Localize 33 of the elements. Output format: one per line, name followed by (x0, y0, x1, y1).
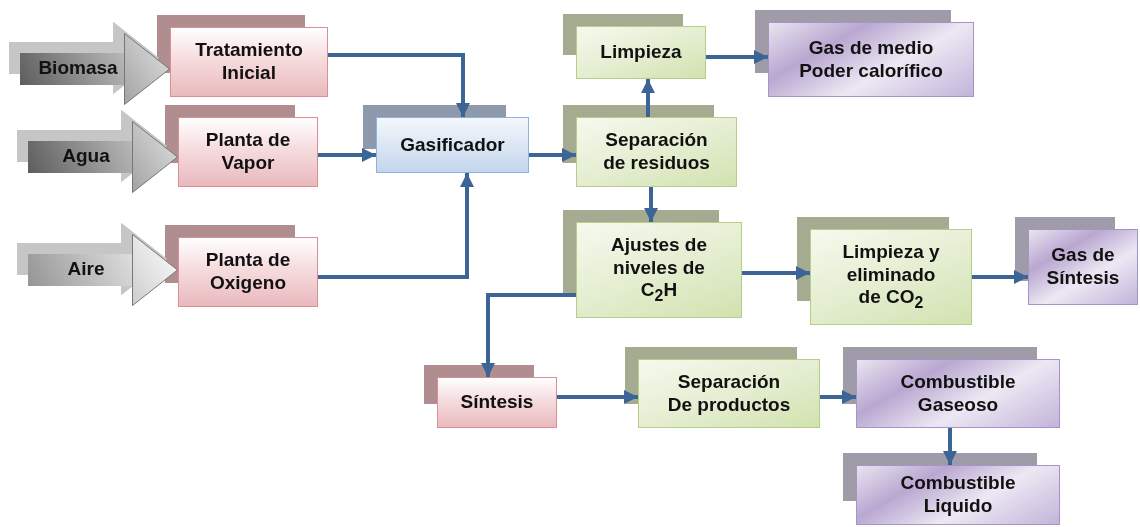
arrow (820, 390, 856, 404)
process-box: Combustible Liquido (856, 465, 1060, 525)
arrow (706, 50, 768, 64)
edge-label: Biomasa (38, 57, 118, 80)
block-arrow (28, 121, 178, 193)
arrow (943, 428, 957, 465)
arrow (557, 390, 638, 404)
process-box: Limpieza (576, 26, 706, 79)
edge-label: Aire (67, 258, 105, 281)
process-box: Tratamiento Inicial (170, 27, 328, 97)
arrow (641, 79, 655, 117)
process-box: Ajustes de niveles de C$_{2}$H (576, 222, 742, 318)
arrow (328, 53, 470, 117)
arrow (318, 148, 376, 162)
arrow (972, 270, 1028, 284)
process-box: Gas de medio Poder calorífico (768, 22, 974, 97)
process-box: Separación de residuos (576, 117, 737, 187)
arrow (742, 266, 810, 280)
process-box: Gas de Síntesis (1028, 229, 1138, 305)
process-box: Limpieza y eliminado de CO$_{2}$ (810, 229, 972, 325)
arrow (529, 148, 576, 162)
process-box: Gasificador (376, 117, 529, 173)
process-box: Separación De productos (638, 359, 820, 428)
arrow (481, 293, 576, 377)
edge-label: Agua (62, 145, 110, 168)
block-arrow (28, 234, 178, 306)
process-box: Planta de Oxigeno (178, 237, 318, 307)
process-box: Combustible Gaseoso (856, 359, 1060, 428)
block-arrow (20, 33, 170, 105)
process-box: Síntesis (437, 377, 557, 428)
process-box: Planta de Vapor (178, 117, 318, 187)
arrow (644, 187, 658, 222)
arrow (318, 173, 474, 279)
